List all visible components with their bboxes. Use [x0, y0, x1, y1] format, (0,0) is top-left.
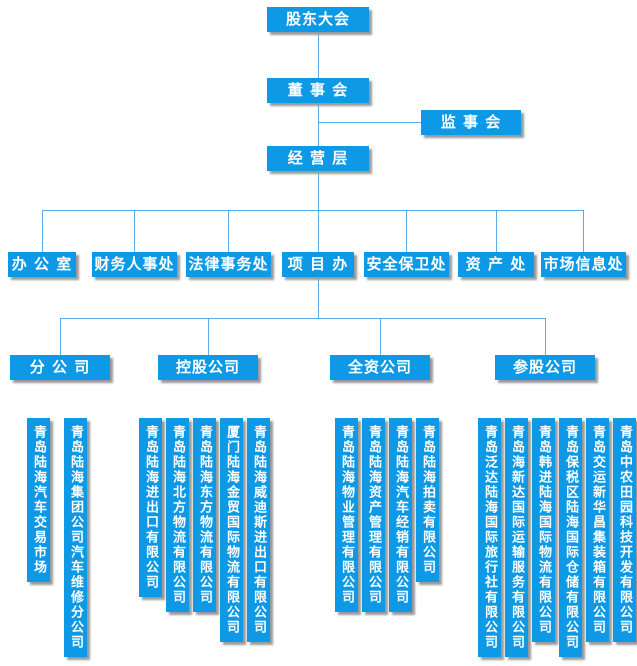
node-dept-office: 办 公 室: [8, 252, 76, 277]
connector-line: [380, 318, 381, 355]
company-node: 青岛海新达国际运输服务有限公司: [505, 418, 528, 657]
node-wholly-owned-companies: 全资公司: [330, 355, 430, 380]
company-node: 青岛陆海汽车交易市场: [27, 418, 50, 582]
node-branch-companies: 分 公 司: [10, 355, 110, 380]
connector-line: [318, 171, 319, 210]
connector-line: [228, 210, 229, 252]
company-node: 青岛韩进陆海国际物流有限公司: [532, 418, 555, 642]
company-node: 青岛陆海集团公司汽车维修分公司: [64, 418, 87, 657]
node-board-of-directors: 董 事 会: [267, 78, 369, 103]
node-dept-finance-hr: 财务人事处: [92, 252, 177, 277]
node-supervisory-board: 监 事 会: [421, 110, 521, 135]
connector-line: [583, 210, 584, 252]
company-node: 青岛泛达陆海国际旅行社有限公司: [478, 418, 501, 657]
connector-line: [406, 210, 407, 252]
company-node: 青岛交运新华昌集装箱有限公司: [586, 418, 609, 642]
company-node: 厦门陆海金贸国际物流有限公司: [220, 418, 243, 642]
node-management-level: 经 营 层: [267, 146, 369, 171]
connector-line: [318, 210, 319, 252]
company-node: 青岛中农田园科技开发有限公司: [613, 418, 636, 642]
connector-line: [60, 318, 546, 319]
node-holding-companies: 控股公司: [158, 355, 258, 380]
node-dept-legal-affairs: 法律事务处: [186, 252, 271, 277]
company-node: 青岛陆海东方物流有限公司: [193, 418, 216, 612]
connector-line: [318, 32, 319, 78]
node-shareholders-meeting: 股东大会: [267, 7, 369, 32]
connector-line: [496, 210, 497, 252]
company-node: 青岛陆海物业管理有限公司: [335, 418, 358, 612]
connector-line: [318, 122, 421, 123]
connector-line: [134, 210, 135, 252]
connector-line: [545, 318, 546, 355]
company-node: 青岛陆海进出口有限公司: [139, 418, 162, 597]
connector-line: [208, 318, 209, 355]
node-dept-market-info: 市场信息处: [541, 252, 626, 277]
connector-line: [318, 277, 319, 318]
connector-line: [318, 103, 319, 146]
connector-line: [42, 210, 584, 211]
company-node: 青岛陆海威迪斯进出口有限公司: [247, 418, 270, 642]
node-equity-companies: 参股公司: [495, 355, 595, 380]
company-node: 青岛保税区陆海国际仓储有限公司: [559, 418, 582, 657]
company-node: 青岛陆海资产管理有限公司: [362, 418, 385, 612]
connector-line: [60, 318, 61, 355]
node-dept-assets: 资 产 处: [458, 252, 534, 277]
node-dept-project-office: 项 目 办: [282, 252, 354, 277]
connector-line: [42, 210, 43, 252]
node-dept-security: 安全保卫处: [364, 252, 449, 277]
company-node: 青岛陆海汽车经销有限公司: [389, 418, 412, 612]
company-node: 青岛陆海北方物流有限公司: [166, 418, 189, 612]
company-node: 青岛陆海拍卖有限公司: [416, 418, 439, 582]
